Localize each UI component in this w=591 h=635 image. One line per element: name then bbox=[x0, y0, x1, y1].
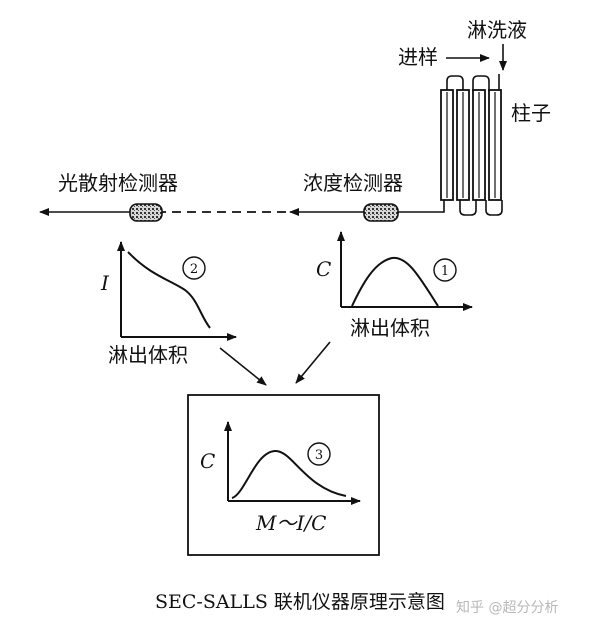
plot-3-curve bbox=[231, 449, 347, 499]
elution-volume-label-left: 淋出体积 bbox=[108, 343, 188, 367]
plot-1-curve bbox=[351, 256, 439, 307]
column-connector-top bbox=[472, 75, 490, 92]
figure-caption: SEC-SALLS 联机仪器原理示意图 bbox=[155, 591, 445, 613]
light-scattering-detector-label: 光散射检测器 bbox=[58, 171, 178, 195]
column-connector-bottom bbox=[459, 200, 477, 216]
plot-1-number: 1 bbox=[441, 264, 449, 279]
plot-3-y-label: C bbox=[200, 449, 215, 473]
plot-3-number-circle bbox=[307, 442, 331, 466]
light-scattering-detector-cell bbox=[129, 203, 163, 222]
column-connector-bottom bbox=[485, 200, 503, 216]
elution-volume-label-right: 淋出体积 bbox=[350, 316, 430, 340]
column-connector-top bbox=[446, 75, 464, 92]
plot-2-number: 2 bbox=[190, 262, 198, 277]
concentration-detector-cell bbox=[363, 203, 399, 222]
plot-3-molecular-weight-distribution: C 3 M～I/C bbox=[200, 421, 361, 535]
column-label: 柱子 bbox=[511, 101, 551, 125]
watermark: 知乎 @超分分析 bbox=[456, 599, 558, 616]
plot-3-number: 3 bbox=[315, 448, 323, 463]
plot-1-y-label: C bbox=[316, 257, 331, 281]
column-group bbox=[432, 74, 503, 216]
plot-1-number-circle bbox=[433, 258, 457, 282]
sample-injection-label: 进样 bbox=[398, 45, 438, 69]
plot-3-x-label: M～I/C bbox=[255, 511, 326, 535]
eluent-label: 淋洗液 bbox=[467, 18, 527, 42]
merge-arrow-from-plot-1 bbox=[295, 341, 331, 384]
merge-arrow-from-plot-2 bbox=[219, 347, 267, 386]
column-outlet-pipe bbox=[432, 200, 445, 213]
plot-2-curve bbox=[127, 251, 211, 329]
concentration-detector-label: 浓度检测器 bbox=[303, 171, 403, 195]
result-box bbox=[187, 394, 380, 556]
plot-1-concentration: C 1 bbox=[316, 231, 473, 311]
plot-2-y-label: I bbox=[100, 271, 110, 295]
plot-2-scattering-intensity: I 2 bbox=[100, 241, 237, 341]
plot-2-number-circle bbox=[182, 256, 206, 280]
